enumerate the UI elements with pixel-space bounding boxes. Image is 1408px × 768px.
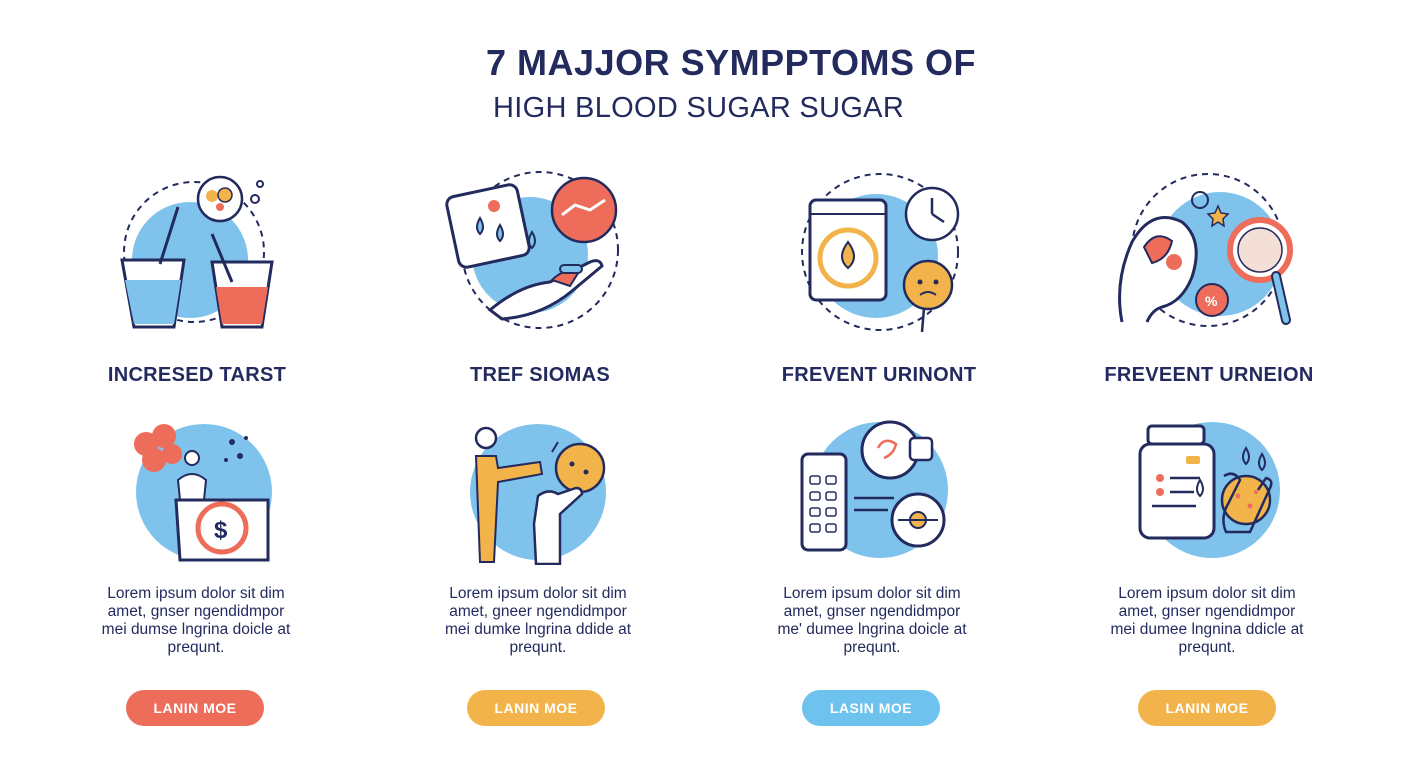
symptom-label-urinont: FREVENT URINONT (781, 364, 977, 386)
phone-chat-icon (798, 420, 958, 565)
learn-more-button[interactable]: LASIN MOE (802, 690, 940, 726)
page-subtitle: HIGH BLOOD SUGAR SUGAR (493, 92, 905, 124)
symptom-label-somas: TREF SIOMAS (470, 364, 610, 386)
drinking-glasses-icon (112, 172, 288, 337)
symptom-label-urneion: FREVEENT URNEION (1104, 364, 1314, 386)
tablet-glucose-icon (788, 170, 968, 338)
learn-more-button[interactable]: LANIN MOE (1138, 690, 1276, 726)
magnifier-cell-icon: % (1112, 172, 1302, 332)
person-money-icon: $ (128, 420, 278, 565)
pill-bottle-icon (1136, 420, 1286, 565)
person-stretch-icon (462, 420, 612, 565)
learn-more-button[interactable]: LANIN MOE (126, 690, 264, 726)
hand-and-drops-icon (440, 170, 630, 335)
svg-text:%: % (1205, 293, 1218, 309)
symptom-label-thirst: INCRESED TARST (107, 364, 287, 386)
page-title: 7 MAJJOR SYMPPTOMS OF (486, 42, 976, 83)
svg-text:$: $ (214, 517, 228, 544)
learn-more-button[interactable]: LANIN MOE (467, 690, 605, 726)
